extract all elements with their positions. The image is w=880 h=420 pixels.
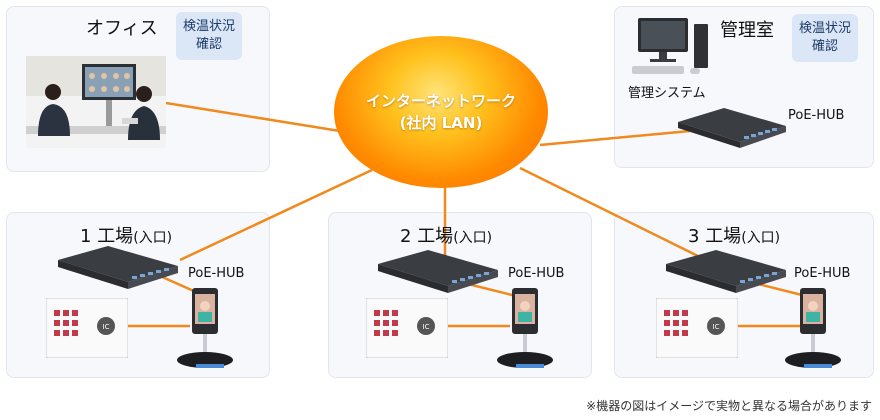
factory-2-number: 2 — [400, 226, 412, 247]
svg-text:IC: IC — [103, 323, 110, 331]
factory-3-entrance: (入口) — [741, 230, 781, 246]
admin-room-badge: 検温状況 確認 — [792, 14, 858, 62]
factory-2-access-panel-icon: IC — [366, 298, 448, 358]
factory-2-name: 工場 — [417, 226, 454, 247]
factory-1-poe-hub-icon — [58, 246, 178, 289]
admin-badge-line2: 確認 — [811, 39, 838, 54]
admin-poe-hub-icon — [678, 108, 786, 148]
link-office — [165, 101, 347, 134]
svg-text:IC: IC — [423, 323, 430, 331]
link-factory-3 — [519, 166, 711, 264]
factory-2-hub-label: PoE-HUB — [508, 266, 565, 281]
admin-hub-label: PoE-HUB — [788, 108, 845, 123]
video-conference-icon — [26, 56, 166, 148]
factory-3-access-panel-icon: IC — [656, 298, 738, 358]
factory-1-entrance: (入口) — [133, 230, 173, 246]
factory-1-number: 1 — [80, 226, 92, 247]
internal-network-node: インターネットワーク (社内 LAN) — [334, 36, 548, 188]
factory-2-poe-hub-icon — [378, 250, 498, 293]
factory-3-title: 3 工場(入口) — [688, 222, 780, 248]
admin-badge-line1: 検温状況 — [798, 21, 851, 36]
svg-text:IC: IC — [713, 323, 720, 331]
footnote: ※機器の図はイメージで実物と異なる場合があります — [586, 399, 872, 413]
link-admin — [539, 129, 691, 147]
link-factory-1 — [179, 168, 373, 262]
network-line1: インターネットワーク — [365, 92, 516, 110]
factory-3-name: 工場 — [705, 226, 742, 247]
factory-1-name: 工場 — [97, 226, 134, 247]
factory-1-title: 1 工場(入口) — [80, 222, 172, 248]
factory-3-thermal-camera-icon — [785, 288, 841, 368]
factory-2-thermal-camera-icon — [497, 288, 553, 368]
factory-3-poe-hub-icon — [666, 250, 786, 293]
office-title: オフィス — [86, 18, 158, 39]
factory-2-title: 2 工場(入口) — [400, 222, 492, 248]
admin-system-label: 管理システム — [628, 86, 706, 101]
network-line2: (社内 LAN) — [399, 114, 483, 132]
factory-2-entrance: (入口) — [453, 230, 493, 246]
factory-1-thermal-camera-icon — [177, 288, 233, 368]
factory-1-access-panel-icon: IC — [46, 298, 128, 358]
office-badge-line1: 検温状況 — [182, 19, 235, 34]
factory-3-number: 3 — [688, 226, 700, 247]
factory-3-hub-label: PoE-HUB — [794, 266, 851, 281]
office-badge-line2: 確認 — [195, 37, 222, 52]
admin-room-title: 管理室 — [720, 20, 774, 41]
factory-1-hub-label: PoE-HUB — [188, 266, 245, 281]
desktop-computer-icon — [632, 18, 708, 74]
office-badge: 検温状況 確認 — [176, 12, 242, 60]
